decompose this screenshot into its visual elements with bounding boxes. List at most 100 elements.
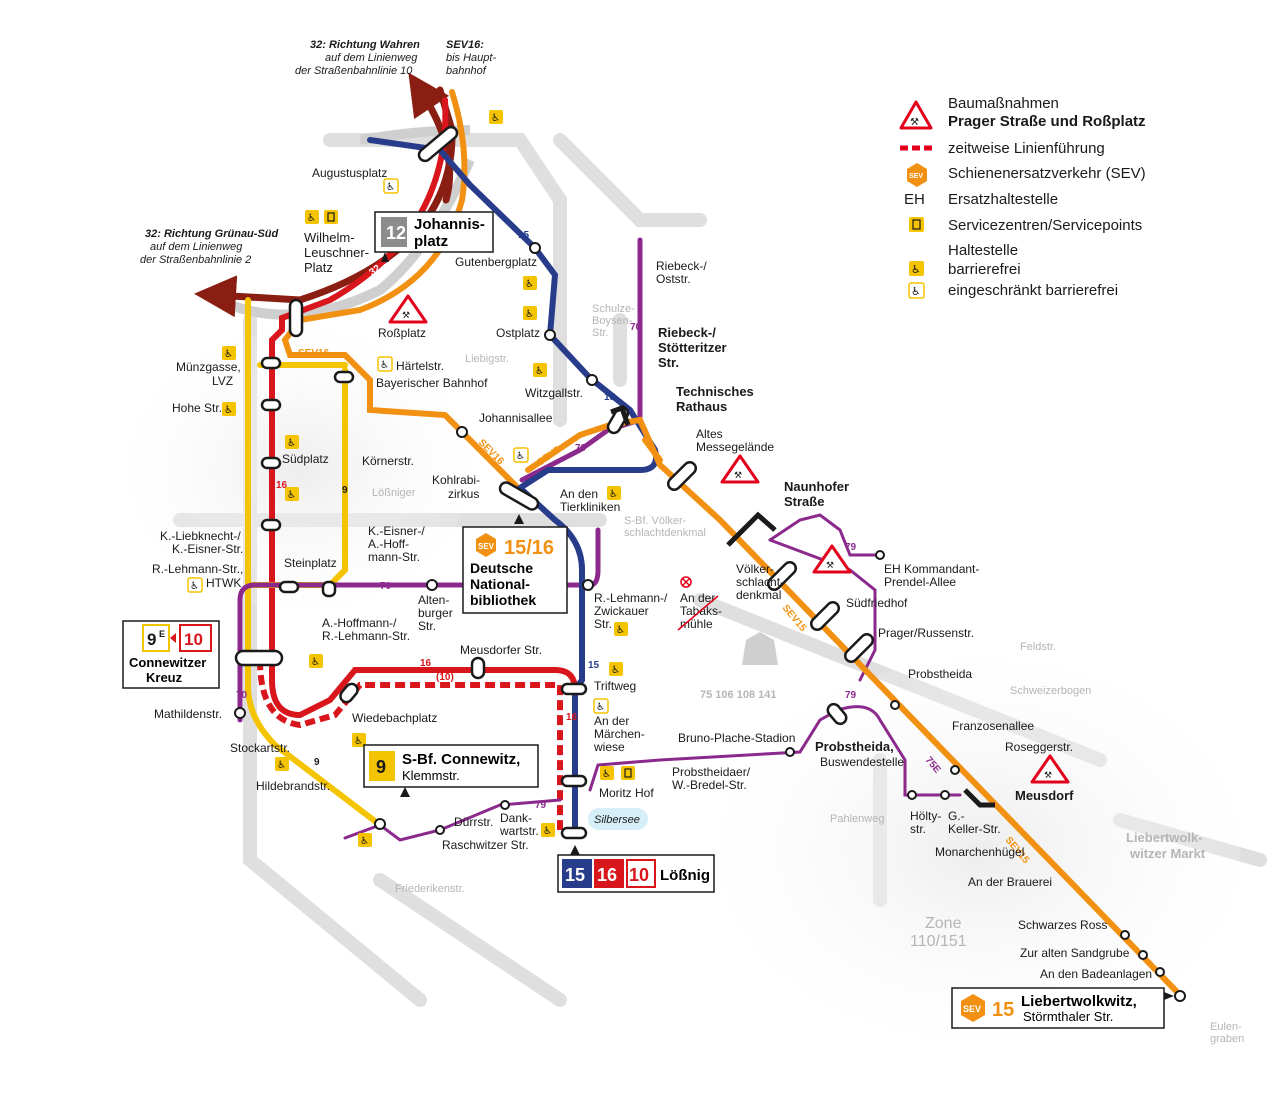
stop-suedfriedhof: Südfriedhof xyxy=(846,596,908,610)
stop-kommandant2: Prendel-Allee xyxy=(884,575,956,589)
stop-techn2: Rathaus xyxy=(676,399,727,414)
stop-franzosenallee: Franzosenallee xyxy=(952,719,1034,733)
label-79c: 79 xyxy=(845,690,857,701)
voelkerschlacht-monument-icon xyxy=(742,632,778,665)
svg-text:32: Richtung Grünau-Süd: 32: Richtung Grünau-Süd xyxy=(145,228,279,240)
stop-brauerei: An der Brauerei xyxy=(968,875,1052,889)
stop-duerr: Dürrstr. xyxy=(454,815,493,829)
legend-sev-icon: SEV xyxy=(907,163,927,187)
line-15 xyxy=(367,137,659,833)
svg-text:10: 10 xyxy=(629,865,649,885)
svg-text:12: 12 xyxy=(386,223,406,243)
label-16-vert2: 16 xyxy=(566,712,578,723)
note-32-wahren: 32: Richtung Wahren auf dem Linienweg de… xyxy=(295,39,420,77)
box-sbf-connewitz: 9 S-Bf. Connewitz, Klemmstr. xyxy=(363,744,539,797)
stop-kommandant1: EH Kommandant- xyxy=(884,562,979,576)
stop-liebknecht2: K.-Eisner-Str. xyxy=(172,542,243,556)
stop-muenzgasse2: LVZ xyxy=(212,374,233,388)
stop-meusdorfer: Meusdorfer Str. xyxy=(460,643,542,657)
stop-liebknecht1: K.-Liebknecht-/ xyxy=(160,529,241,543)
stop-triftweg: Triftweg xyxy=(594,679,636,693)
svg-text:♿: ♿ xyxy=(224,405,233,416)
bg-sbf1: S-Bf. Völker- xyxy=(624,515,687,527)
silbersee: Silbersee xyxy=(588,808,648,830)
svg-text:⚒: ⚒ xyxy=(910,117,919,128)
svg-text:♿: ♿ xyxy=(307,213,316,224)
svg-text:♿: ♿ xyxy=(596,702,605,713)
svg-text:bibliothek: bibliothek xyxy=(470,592,536,608)
svg-text:♿: ♿ xyxy=(543,826,552,837)
stop-messe2: Messegelände xyxy=(696,440,774,454)
label-15: 15 xyxy=(518,230,530,241)
label-79b: 79 xyxy=(845,542,857,553)
stop-riebeck1: Riebeck-/ xyxy=(658,325,716,340)
label-16-10: (10) xyxy=(436,672,454,683)
stop-probstheida: Probstheida xyxy=(908,667,972,681)
stop-hohe: Hohe Str. xyxy=(172,401,222,415)
svg-text:♿: ♿ xyxy=(386,182,395,193)
bg-zone2: 110/151 xyxy=(910,933,967,950)
svg-text:Liebertwolkwitz,: Liebertwolkwitz, xyxy=(1021,993,1137,1010)
legend-eh: Ersatzhaltestelle xyxy=(948,191,1058,208)
label-79: 79 xyxy=(535,800,547,811)
stop-altenburger2: burger xyxy=(418,606,453,620)
stop-bayerischer: Bayerischer Bahnhof xyxy=(376,376,488,390)
bg-liebigstr: Liebigstr. xyxy=(465,353,509,365)
svg-text:⚒: ⚒ xyxy=(826,561,834,571)
closed-stop-tabaksmuehle xyxy=(677,576,719,631)
svg-text:SEV16:: SEV16: xyxy=(446,39,484,51)
stop-tierkliniken2: Tierkliniken xyxy=(560,500,620,514)
svg-text:SEV: SEV xyxy=(478,542,495,551)
stop-eisner2: A.-Hoff- xyxy=(368,537,409,551)
service-icons xyxy=(324,210,635,780)
stop-kohlrabi2: zirkus xyxy=(448,487,479,501)
stop-gkeller2: Keller-Str. xyxy=(948,822,1001,836)
svg-text:SEV: SEV xyxy=(909,173,923,180)
svg-text:S-Bf. Connewitz,: S-Bf. Connewitz, xyxy=(402,751,520,768)
stop-sandgrube: Zur alten Sandgrube xyxy=(1020,946,1130,960)
stop-markers xyxy=(234,125,875,840)
legend-barrier-free-icon xyxy=(909,261,924,276)
stop-haertelstr: Härtelstr. xyxy=(396,359,444,373)
stop-techn1: Technisches xyxy=(676,384,754,399)
legend-limited-icon xyxy=(908,282,925,299)
note-sev16: SEV16: bis Haupt- bahnhof xyxy=(446,39,496,77)
box-johannisplatz: 12 Johannis- platz xyxy=(374,211,494,262)
svg-text:SEV: SEV xyxy=(963,1004,981,1014)
box-loessnig: 15 16 10 Lößnig xyxy=(557,845,715,893)
svg-text:♿: ♿ xyxy=(380,360,389,371)
stop-rossplatz: Roßplatz xyxy=(378,326,426,340)
stop-ahoffmann1: A.-Hoffmann-/ xyxy=(322,616,397,630)
legend: ⚒ Baumaßnahmen Prager Straße und Roßplat… xyxy=(899,95,1146,299)
svg-text:♿: ♿ xyxy=(224,349,233,360)
svg-text:⚒: ⚒ xyxy=(734,471,742,481)
line-16-temporary xyxy=(257,659,563,830)
stop-gutenbergplatz: Gutenbergplatz xyxy=(455,255,537,269)
svg-text:platz: platz xyxy=(414,233,448,250)
bg-schulze1: Schulze- xyxy=(592,303,635,315)
legend-limited: eingeschränkt barrierefrei xyxy=(948,282,1118,299)
svg-text:National-: National- xyxy=(470,576,530,592)
svg-text:Deutsche: Deutsche xyxy=(470,560,533,576)
svg-text:der Straßenbahnlinie 10: der Straßenbahnlinie 10 xyxy=(295,65,413,77)
svg-text:♿: ♿ xyxy=(525,279,534,290)
stop-mathilden: Mathildenstr. xyxy=(154,707,222,721)
label-16-vert: 16 xyxy=(276,480,288,491)
legend-temporary: zeitweise Linienführung xyxy=(948,140,1105,157)
stop-rlehmann-htwk2: HTWK xyxy=(206,576,241,590)
stop-kohlrabi1: Kohlrabi- xyxy=(432,473,480,487)
stop-eisner1: K.-Eisner-/ xyxy=(368,524,425,538)
label-70d: 70 xyxy=(236,690,248,701)
svg-text:♿: ♿ xyxy=(277,760,286,771)
stop-moritz: Moritz Hof xyxy=(599,786,654,800)
line-32 xyxy=(194,72,456,318)
stop-hildebrand: Hildebrandstr. xyxy=(256,779,330,793)
svg-text:♿: ♿ xyxy=(354,736,363,747)
stop-johannisallee: Johannisallee xyxy=(479,411,553,425)
svg-text:15: 15 xyxy=(992,999,1014,1021)
legend-barrier-free: barrierefrei xyxy=(948,261,1021,278)
stop-ostplatz: Ostplatz xyxy=(496,326,540,340)
svg-text:E: E xyxy=(159,629,165,639)
svg-text:♿: ♿ xyxy=(360,836,369,847)
stop-dankwart2: wartstr. xyxy=(499,824,539,838)
